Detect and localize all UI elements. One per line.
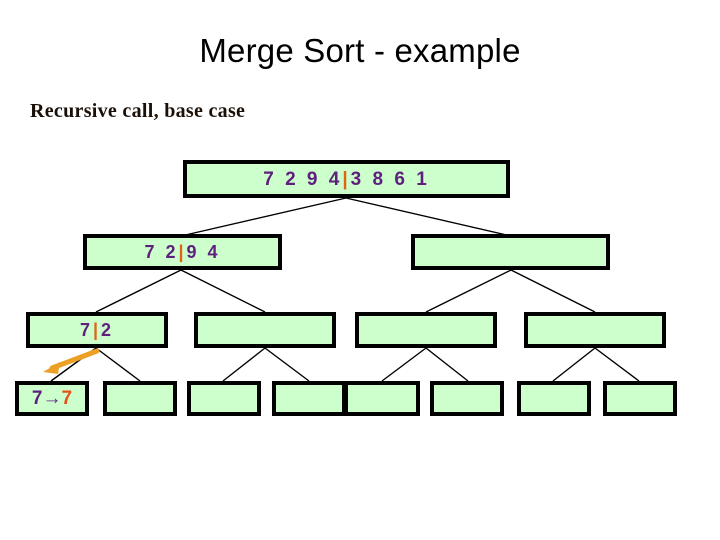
tree-node-level1-0[interactable]: 7 2 9 4|3 8 6 1 bbox=[183, 160, 510, 198]
tree-node-level4-7[interactable] bbox=[603, 381, 677, 416]
tree-node-level4-2[interactable] bbox=[187, 381, 261, 416]
tree-node-level3-0[interactable]: 7|2 bbox=[26, 312, 168, 348]
tree-node-level4-0[interactable]: 7→7 bbox=[15, 381, 89, 416]
page-title: Merge Sort - example bbox=[199, 32, 521, 69]
node-label: 7 2 9 4|3 8 6 1 bbox=[263, 168, 430, 190]
base-case-pointer-arrow bbox=[43, 348, 100, 374]
tree-node-level4-6[interactable] bbox=[517, 381, 591, 416]
connector-lines-l2-l3 bbox=[95, 269, 596, 313]
tree-node-level2-0[interactable]: 7 2|9 4 bbox=[83, 234, 282, 270]
tree-node-level2-1[interactable] bbox=[411, 234, 610, 270]
tree-node-level3-1[interactable] bbox=[194, 312, 336, 348]
connector-lines-l1-l2 bbox=[180, 197, 512, 237]
tree-node-level3-3[interactable] bbox=[524, 312, 666, 348]
tree-node-level4-1[interactable] bbox=[103, 381, 177, 416]
slide-subtitle: Recursive call, base case bbox=[30, 100, 246, 122]
node-label: 7|2 bbox=[79, 320, 115, 340]
node-label: 7→7 bbox=[31, 388, 73, 409]
node-label: 7 2|9 4 bbox=[144, 242, 221, 262]
tree-node-level4-5[interactable] bbox=[430, 381, 504, 416]
tree-node-level4-3[interactable] bbox=[272, 381, 346, 416]
tree-node-level3-2[interactable] bbox=[355, 312, 497, 348]
tree-node-level4-4[interactable] bbox=[344, 381, 420, 416]
connector-lines-l3-l4 bbox=[50, 347, 640, 382]
